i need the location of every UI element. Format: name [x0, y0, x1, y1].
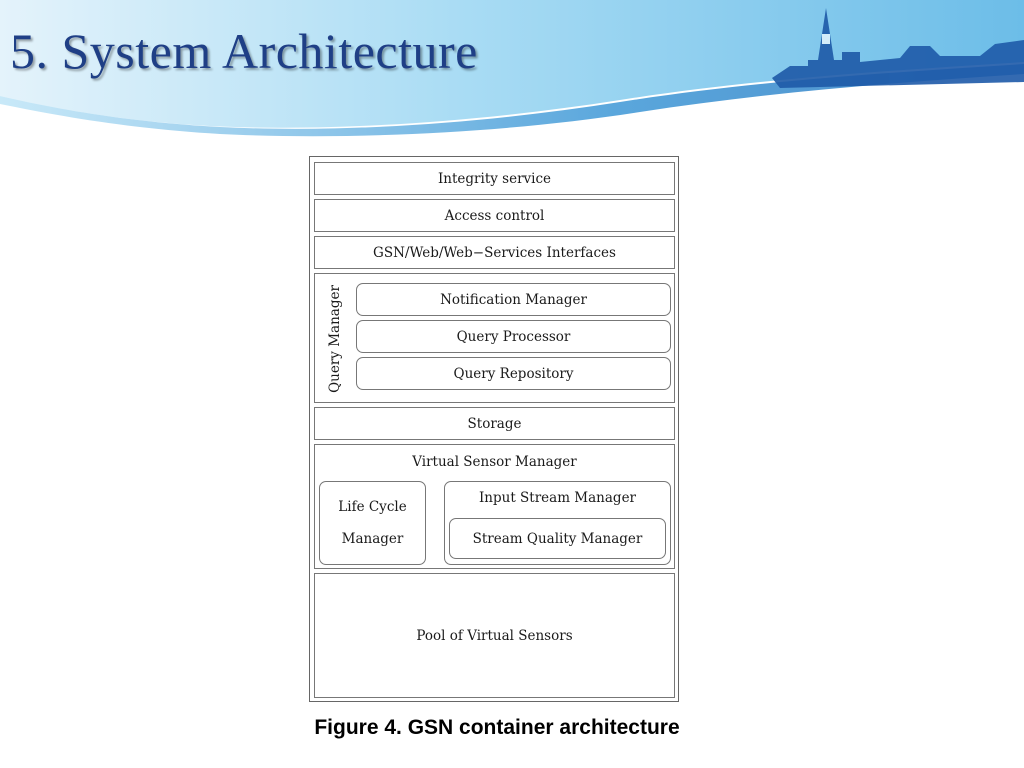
gsn-architecture-diagram: Integrity service Access control GSN/Web…: [309, 156, 679, 702]
query-repository-box: Query Repository: [356, 357, 671, 390]
virtual-sensor-manager-label: Virtual Sensor Manager: [412, 454, 577, 470]
access-control-layer: Access control: [314, 199, 675, 232]
figure-caption: Figure 4. GSN container architecture: [314, 716, 680, 739]
village-skyline-icon: [772, 8, 1024, 88]
input-stream-manager-label: Input Stream Manager: [478, 490, 637, 506]
integrity-service-layer: Integrity service: [314, 162, 675, 195]
interfaces-layer: GSN/Web/Web−Services Interfaces: [314, 236, 675, 269]
life-cycle-manager-box: Life Cycle Manager: [319, 481, 426, 565]
query-processor-box: Query Processor: [356, 320, 671, 353]
storage-layer: Storage: [314, 407, 675, 440]
pool-of-virtual-sensors-layer: Pool of Virtual Sensors: [314, 573, 675, 698]
query-manager-label: Query Manager: [327, 285, 343, 393]
slide-title: 5. System Architecture: [10, 23, 478, 79]
notification-manager-box: Notification Manager: [356, 283, 671, 316]
header-banner: [0, 0, 1024, 137]
query-manager-layer: Query Manager Notification Manager Query…: [314, 273, 675, 403]
virtual-sensor-manager-layer: Virtual Sensor Manager Life Cycle Manage…: [314, 444, 675, 569]
life-cycle-manager-label-line2: Manager: [341, 531, 404, 547]
input-stream-manager-box: Input Stream Manager Stream Quality Mana…: [444, 481, 671, 565]
stream-quality-manager-box: Stream Quality Manager: [449, 518, 666, 559]
life-cycle-manager-label-line1: Life Cycle: [338, 499, 407, 515]
